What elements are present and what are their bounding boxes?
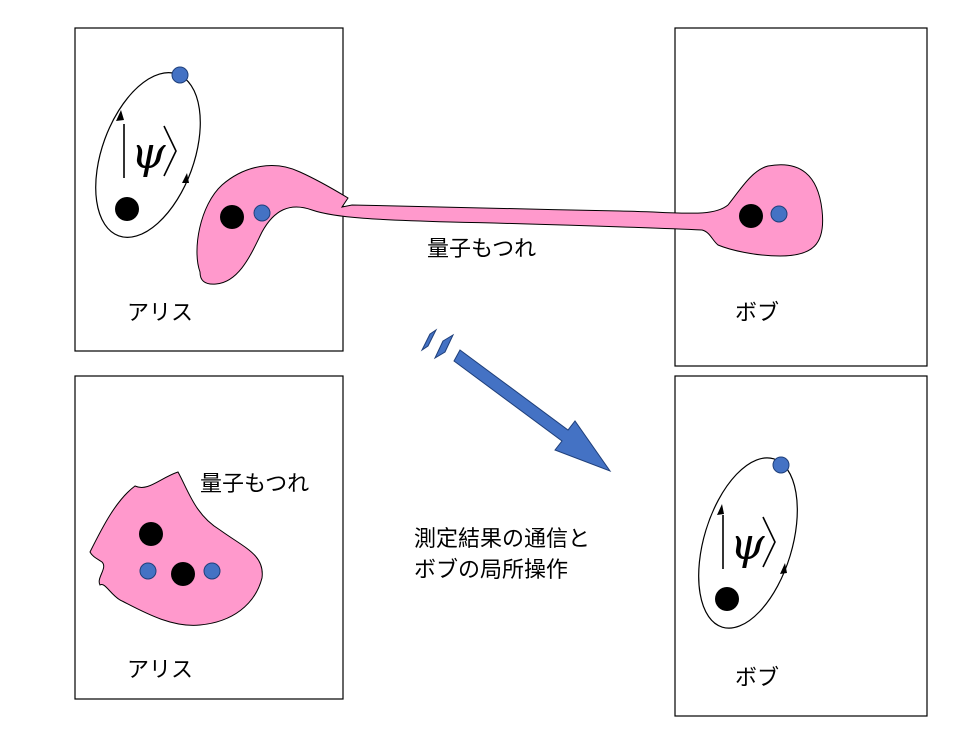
- communication-label-line1: 測定結果の通信と: [414, 527, 590, 552]
- alice-blob-qubit-left: [139, 562, 157, 580]
- alice-psi-qubit: [171, 66, 189, 84]
- bob-psi-qubit: [772, 456, 790, 474]
- bob-orbit: [698, 457, 798, 629]
- alice-blob-qubit-right: [203, 562, 221, 580]
- entanglement-label-top: 量子もつれ: [427, 237, 536, 262]
- alice-orbit-particle: [115, 197, 139, 221]
- bob-psi-symbol: ψ: [730, 519, 765, 570]
- arrow-dash-2: [433, 333, 455, 360]
- bob-qubit-blue: [770, 205, 788, 223]
- bob-orbit-arrow-icon: [780, 563, 787, 574]
- alice-orbit-arrow-icon: [182, 173, 189, 183]
- alice-blob-particle-lower: [171, 562, 195, 586]
- alice-label-top: アリス: [127, 301, 193, 326]
- alice-psi-ket: ψ: [123, 124, 177, 179]
- entanglement-label-bottom: 量子もつれ: [200, 472, 309, 497]
- alice-entanglement-blob: [89, 471, 263, 626]
- alice-orbit-arrow-icon: [116, 110, 124, 121]
- alice-blob-particle-upper: [139, 522, 163, 546]
- bob-label-top: ボブ: [735, 301, 779, 326]
- alice-particle-black: [220, 205, 244, 229]
- bob-panel-top: [674, 27, 928, 367]
- arrow-dash-1: [420, 328, 438, 352]
- bob-orbit-arrow-icon: [717, 504, 724, 515]
- alice-label-bottom: アリス: [127, 658, 193, 683]
- bob-label-bottom: ボブ: [735, 666, 779, 691]
- alice-psi-symbol: ψ: [131, 128, 166, 179]
- alice-panel-bottom: [74, 375, 344, 700]
- communication-arrow: [420, 328, 612, 473]
- communication-label-line2: ボブの局所操作: [414, 558, 568, 583]
- arrow-shaft: [453, 349, 612, 473]
- bob-particle-black: [739, 204, 763, 228]
- bob-panel-bottom: [674, 375, 928, 717]
- alice-panel-top: [74, 27, 344, 352]
- bob-orbit-particle: [715, 587, 739, 611]
- alice-qubit-blue: [253, 204, 271, 222]
- entanglement-band: [196, 164, 824, 285]
- bob-psi-ket: ψ: [722, 515, 776, 570]
